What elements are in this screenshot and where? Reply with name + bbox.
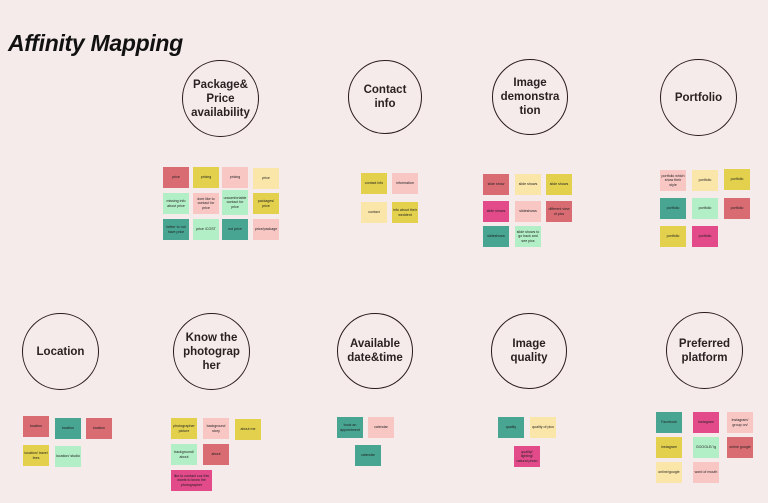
sticky-note: portfolio [660,226,686,247]
sticky-note: Facebook [656,412,682,433]
sticky-note: info about their weddent [392,202,418,223]
sticky-note: portfolio which show their style [660,170,686,191]
sticky-note: portfolio [692,170,718,191]
sticky-note: location [55,418,81,439]
sticky-note: portfolio [724,169,750,190]
sticky-note: like to contact cuz this wants to know t… [171,470,212,491]
sticky-note: better to not have price [163,219,189,240]
sticky-note: book an appointment [337,417,363,438]
group-circle-platform: Preferred platform [666,312,743,389]
sticky-note: about me [235,419,261,440]
sticky-note: slide show [483,174,509,195]
sticky-note: slideshows [515,201,541,222]
sticky-note: photographer picture [171,418,197,439]
sticky-note: quality of pics [530,417,556,438]
sticky-note: contact info [361,173,387,194]
sticky-note: price [163,167,189,188]
sticky-note: online google [727,437,753,458]
sticky-note: packages/ price [253,193,279,214]
sticky-note: dont like to contact for price [193,193,219,214]
sticky-note: slide shows [483,201,509,222]
sticky-note: location/ travel fees [23,445,49,466]
sticky-note: pricing [222,167,248,188]
sticky-note: price /COST [193,219,219,240]
sticky-note: information [392,173,418,194]
sticky-note: calendar [368,417,394,438]
sticky-note: different view of pics [546,201,572,222]
group-circle-price: Package& Price availability [182,60,259,137]
sticky-note: word of mouth [693,462,719,483]
group-circle-image-quality: Image quality [491,313,567,389]
sticky-note: GOOGLE/ ig [693,437,719,458]
sticky-note: slideshows [483,226,509,247]
sticky-note: pricing [193,167,219,188]
group-circle-photographer: Know the photograp her [173,313,250,390]
sticky-note: background story [203,418,229,439]
sticky-note: location/ studio [55,446,81,467]
sticky-note: instagram [656,437,682,458]
sticky-note: background/ about [171,444,197,465]
page-title: Affinity Mapping [8,30,183,56]
sticky-note: price/package [253,219,279,240]
sticky-note: portfolio [692,198,718,219]
sticky-note: missing info about price [163,193,189,214]
sticky-note: uncomfortable contact for price [222,190,248,215]
sticky-note: not price [222,219,248,240]
sticky-note: about [203,444,229,465]
sticky-note: online/google [656,462,682,483]
sticky-note: location [23,416,49,437]
sticky-note: quality [498,417,524,438]
sticky-note: instagram [693,412,719,433]
sticky-note: slide shows [515,174,541,195]
sticky-note: calendar [355,445,381,466]
sticky-note: portfolio [692,226,718,247]
sticky-note: portfolio [660,198,686,219]
sticky-note: slide shows to go back and see pics [515,226,541,247]
sticky-note: location [86,418,112,439]
sticky-note: price [253,168,279,189]
sticky-note: instagram/ group on/ [727,412,753,433]
group-circle-image-demo: Image demonstra tion [492,59,568,135]
group-circle-location: Location [22,313,99,390]
sticky-note: quality/ lighting/ natural photo [514,446,540,467]
sticky-note: contact [361,202,387,223]
group-circle-contact: Contact info [348,60,422,134]
sticky-note: slide shows [546,174,572,195]
group-circle-portfolio: Portfolio [660,59,737,136]
sticky-note: portfolio [724,198,750,219]
group-circle-date-time: Available date&time [337,313,413,389]
